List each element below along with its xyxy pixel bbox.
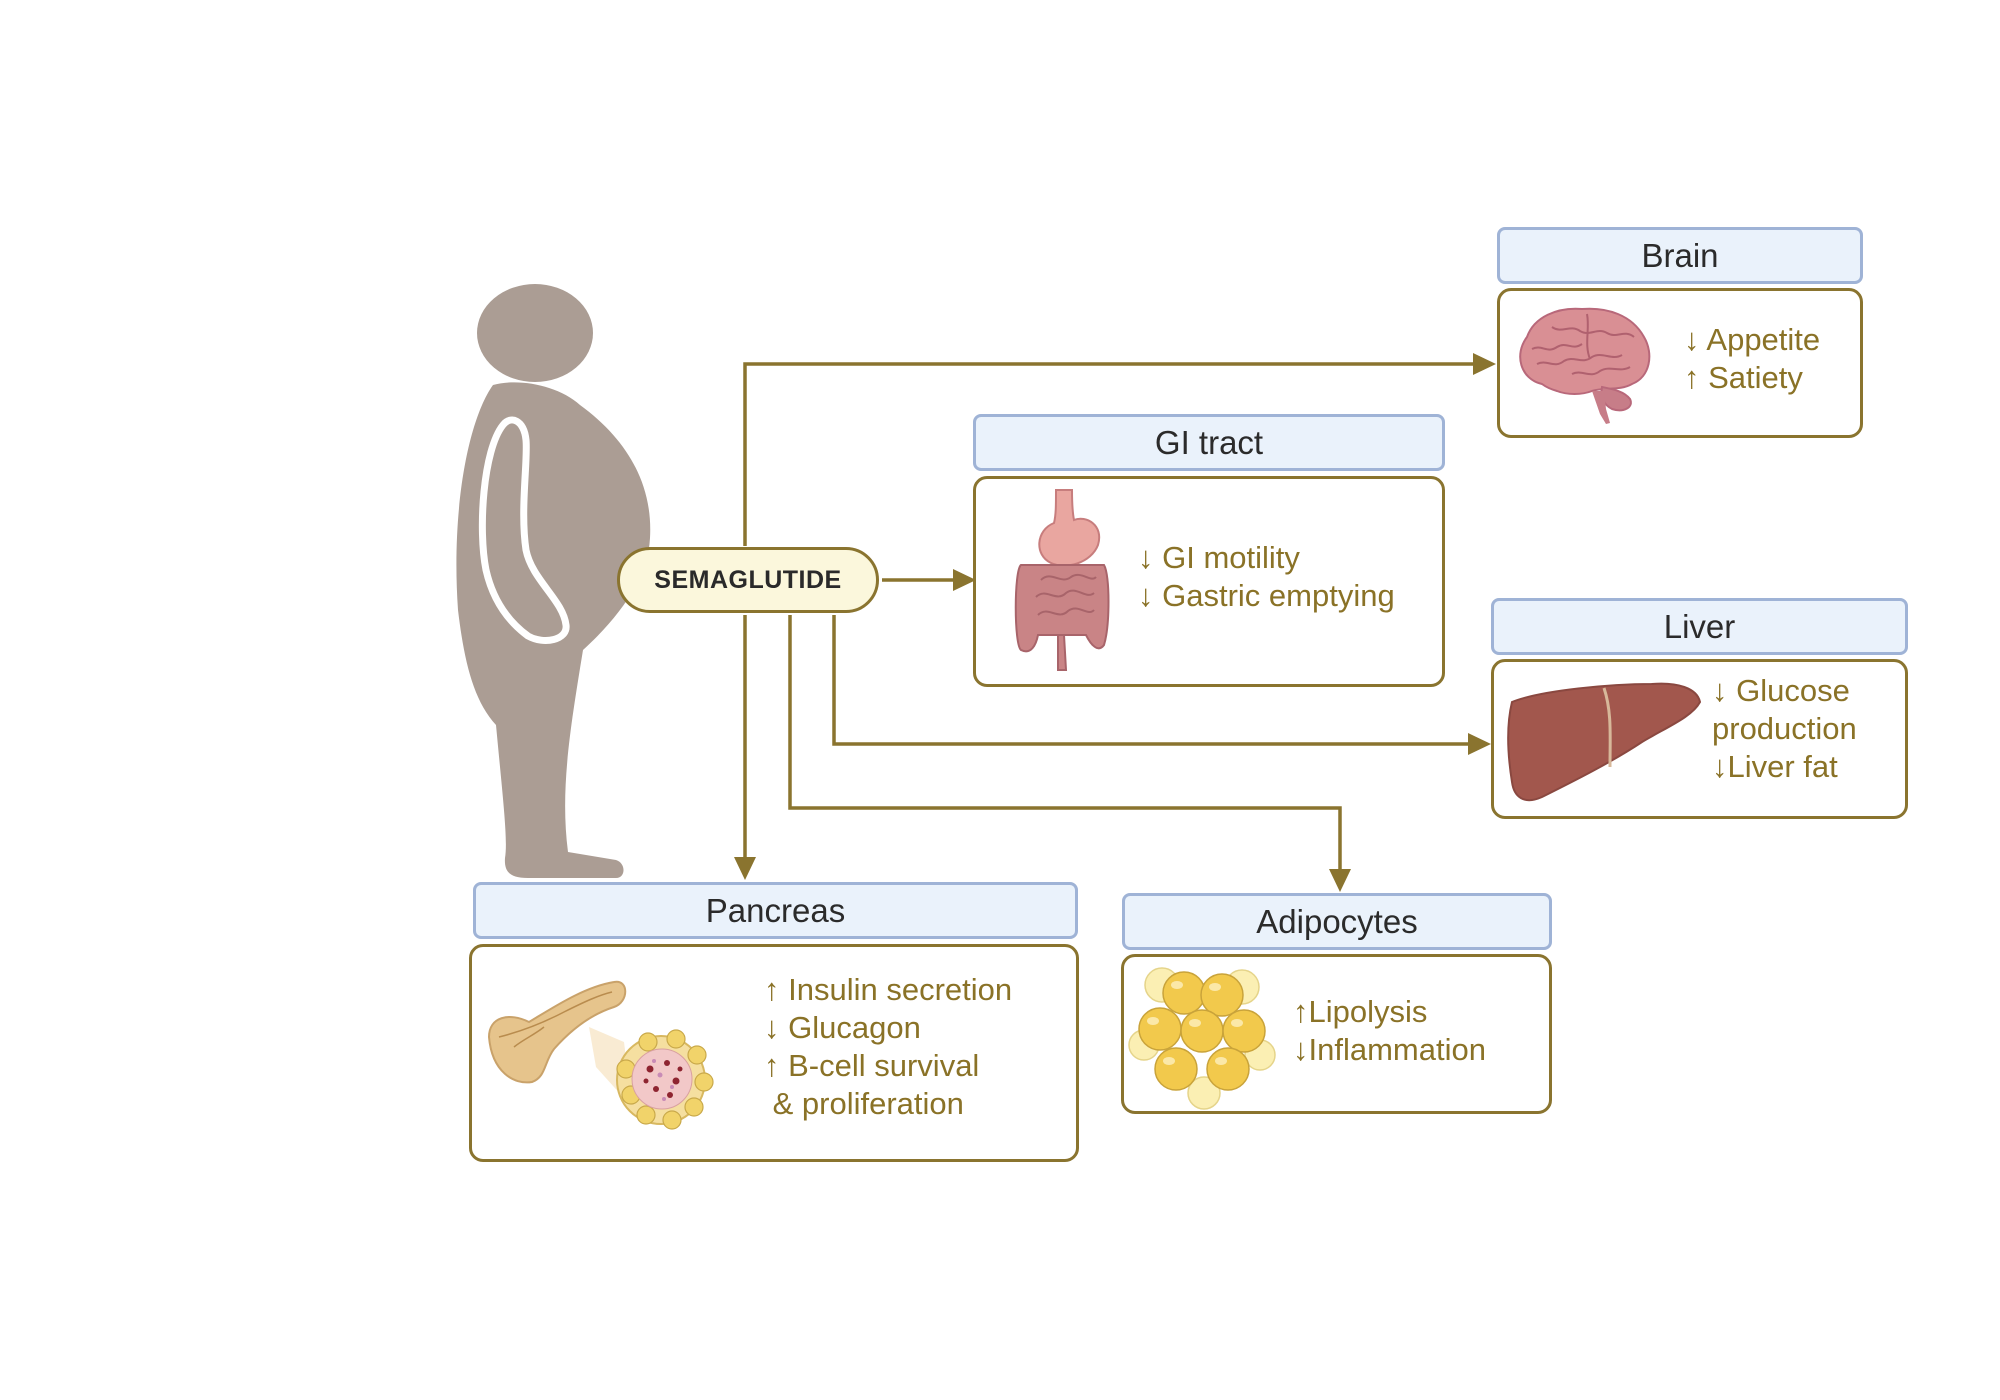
pancreas-effect-2: ↓ Glucagon <box>764 1010 921 1045</box>
semaglutide-label: SEMAGLUTIDE <box>654 565 842 594</box>
adipocytes-title: Adipocytes <box>1256 902 1418 940</box>
brain-title: Brain <box>1641 236 1719 274</box>
adipocytes-effect-1: ↑Lipolysis <box>1293 994 1428 1029</box>
gi-effects: ↓ GI motility ↓ Gastric emptying <box>1138 539 1395 615</box>
arrowhead-brain <box>1473 353 1496 375</box>
brain-icon <box>1519 307 1651 424</box>
liver-panel: ↓ Glucose production ↓Liver fat <box>1491 659 1908 819</box>
liver-title: Liver <box>1663 607 1736 645</box>
liver-effect-3: ↓Liver fat <box>1712 749 1838 784</box>
arrowhead-adipocytes <box>1329 869 1351 892</box>
pancreas-header: Pancreas <box>473 882 1078 939</box>
pancreas-effect-4: & proliferation <box>764 1086 964 1121</box>
arrow-to-adipocytes <box>788 615 1342 872</box>
pancreas-title: Pancreas <box>705 891 846 929</box>
brain-effect-1: ↓ Appetite <box>1684 322 1821 357</box>
arrowhead-liver <box>1468 733 1491 755</box>
brain-header: Brain <box>1497 227 1863 284</box>
gi-title: GI tract <box>1154 423 1264 461</box>
gi-effect-2: ↓ Gastric emptying <box>1138 578 1395 613</box>
semaglutide-node: SEMAGLUTIDE <box>617 547 879 613</box>
brain-effect-2: ↑ Satiety <box>1684 360 1803 395</box>
gi-header: GI tract <box>973 414 1445 471</box>
liver-header: Liver <box>1491 598 1908 655</box>
pancreas-effects: ↑ Insulin secretion ↓ Glucagon ↑ B-cell … <box>764 971 1012 1123</box>
pancreas-panel: ↑ Insulin secretion ↓ Glucagon ↑ B-cell … <box>469 944 1079 1162</box>
adipocytes-header: Adipocytes <box>1122 893 1552 950</box>
brain-effects: ↓ Appetite ↑ Satiety <box>1684 321 1820 397</box>
adipocytes-panel: ↑Lipolysis ↓Inflammation <box>1121 954 1552 1114</box>
liver-effect-1: ↓ Glucose <box>1712 673 1850 708</box>
intestine-icon <box>1014 489 1110 671</box>
adipocytes-effect-2: ↓Inflammation <box>1293 1032 1486 1067</box>
gi-panel: ↓ GI motility ↓ Gastric emptying <box>973 476 1445 687</box>
pancreas-effect-3: ↑ B-cell survival <box>764 1048 980 1083</box>
arrowhead-gi <box>953 569 976 591</box>
fat-cells-icon <box>1128 967 1276 1110</box>
pancreas-icon <box>487 980 714 1130</box>
pancreas-effect-1: ↑ Insulin secretion <box>764 972 1013 1007</box>
gi-effect-1: ↓ GI motility <box>1138 540 1300 575</box>
brain-panel: ↓ Appetite ↑ Satiety <box>1497 288 1863 438</box>
arrow-to-liver <box>832 615 1470 746</box>
person-silhouette-icon <box>456 284 651 878</box>
adipocytes-effects: ↑Lipolysis ↓Inflammation <box>1293 993 1486 1069</box>
arrowhead-pancreas <box>734 857 756 880</box>
liver-icon <box>1507 682 1702 802</box>
arrow-to-brain <box>743 362 1475 546</box>
liver-effects: ↓ Glucose production ↓Liver fat <box>1712 672 1857 786</box>
liver-effect-2: production <box>1712 711 1857 746</box>
